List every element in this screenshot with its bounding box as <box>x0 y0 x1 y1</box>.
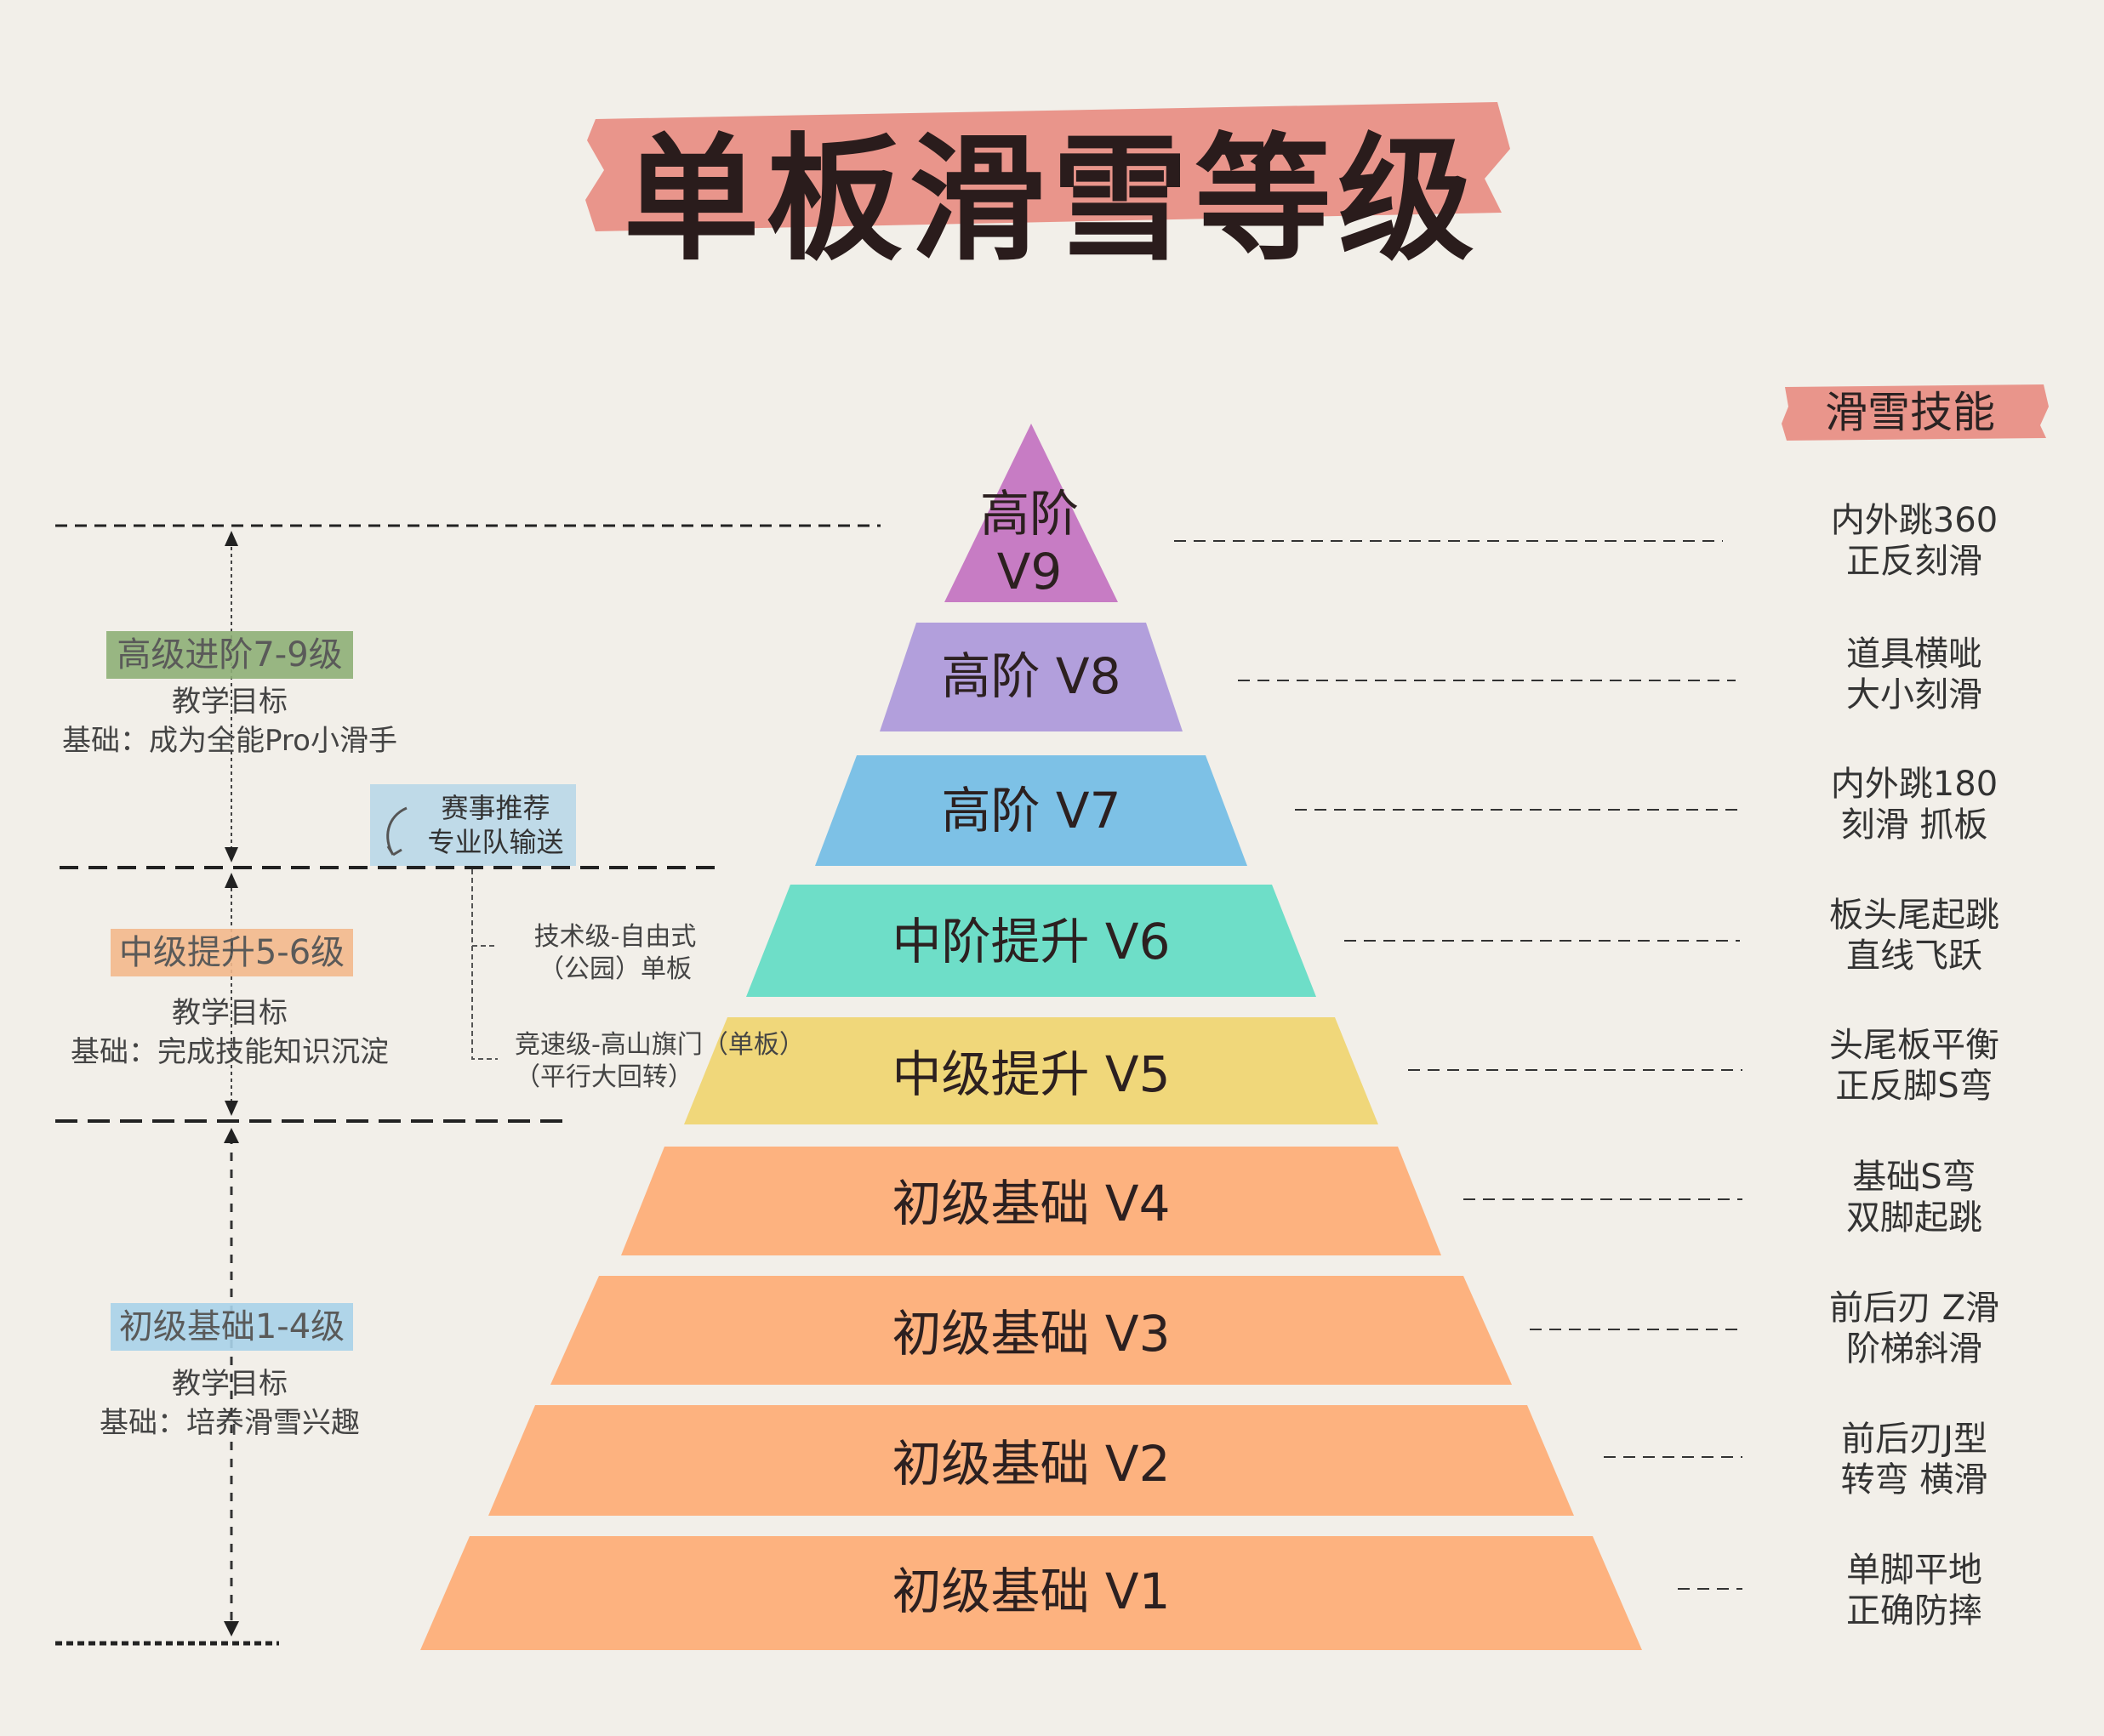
branch-racing-note: 竞速级-高山旗门（单板） （平行大回转） <box>515 1029 805 1094</box>
goal-text: 基础：完成技能知识沉淀 <box>71 1035 389 1069</box>
middle-range-arrow-down <box>225 1101 238 1116</box>
goal-text: 基础：成为全能Pro小滑手 <box>62 724 397 758</box>
skill-item: 阶梯斜滑 <box>1846 1329 1982 1369</box>
advanced-range-arrow-down <box>225 847 238 862</box>
skill-item: 前后刃 Z滑 <box>1828 1289 2000 1328</box>
skills-v5: 头尾板平衡 正反脚S弯 <box>1770 1025 2059 1107</box>
pyramid-layer-v3 <box>550 1276 1512 1385</box>
branch-line2: （平行大回转） <box>515 1062 693 1092</box>
goal-title: 教学目标 <box>172 1367 288 1401</box>
skill-item: 单脚平地 <box>1846 1551 1982 1590</box>
tier-basic-label: 初级基础1-4级 <box>111 1303 353 1351</box>
branch-bracket <box>471 869 498 1060</box>
pyramid-layer-v9 <box>944 424 1118 602</box>
tier-advanced-goal: 教学目标 基础：成为全能Pro小滑手 <box>34 682 425 760</box>
level-v2-label: 初级基础 V2 <box>892 1435 1171 1493</box>
level-v5-label: 中级提升 V5 <box>892 1045 1171 1103</box>
advanced-range-arrow-up <box>225 531 238 546</box>
level-v4-label: 初级基础 V4 <box>892 1175 1171 1232</box>
skill-item: 道具横呲 <box>1846 635 1982 674</box>
skill-item: 刻滑 抓板 <box>1840 805 1988 845</box>
skill-item: 内外跳180 <box>1830 765 1999 804</box>
page-title: 单板滑雪等级 <box>623 120 1481 279</box>
level-v6-label: 中阶提升 V6 <box>892 913 1171 970</box>
tier-middle-goal: 教学目标 基础：完成技能知识沉淀 <box>34 993 425 1072</box>
level-v1-label: 初级基础 V1 <box>892 1562 1171 1620</box>
skill-item: 正确防摔 <box>1846 1591 1982 1631</box>
skill-item: 内外跳360 <box>1830 501 1999 540</box>
skill-item: 大小刻滑 <box>1846 675 1982 714</box>
skill-item: 转弯 横滑 <box>1840 1460 1988 1500</box>
skill-item: 前后刃J型 <box>1841 1420 1987 1459</box>
skills-header-brush <box>1782 384 2049 441</box>
tier-basic-goal: 教学目标 基础：培养滑雪兴趣 <box>34 1364 425 1443</box>
branch-freestyle-note: 技术级-自由式 （公园）单板 <box>509 921 721 986</box>
level-v9-label: 高阶 V9 <box>906 485 1153 600</box>
title-brush-stroke <box>585 102 1510 231</box>
skills-v2: 前后刃J型 转弯 横滑 <box>1770 1419 2059 1500</box>
tier-basic-text: 初级基础1-4级 <box>118 1307 345 1346</box>
goal-title: 教学目标 <box>172 996 288 1030</box>
level-v9-line2: V9 <box>996 543 1063 600</box>
skill-item: 正反脚S弯 <box>1835 1067 1993 1106</box>
skills-v6: 板头尾起跳 直线飞跃 <box>1770 895 2059 976</box>
tier-advanced-label: 高级进阶7-9级 <box>106 631 353 679</box>
skills-v7: 内外跳180 刻滑 抓板 <box>1770 764 2059 845</box>
skill-item: 双脚起跳 <box>1846 1198 1982 1238</box>
goal-text: 基础：培养滑雪兴趣 <box>100 1406 360 1440</box>
skills-header: 滑雪技能 <box>1825 388 1995 437</box>
tier-advanced-text: 高级进阶7-9级 <box>117 635 343 674</box>
tier-middle-text: 中级提升5-6级 <box>118 933 345 972</box>
event-box-bg <box>370 784 576 866</box>
event-swirl-icon <box>386 806 408 857</box>
level-v9-line1: 高阶 <box>979 485 1079 543</box>
skills-v8: 道具横呲 大小刻滑 <box>1770 634 2059 715</box>
branch-line2: （公园）单板 <box>539 954 692 984</box>
level-v7-label: 高阶 V7 <box>941 782 1121 840</box>
tier-middle-label: 中级提升5-6级 <box>111 929 353 976</box>
branch-line1: 技术级-自由式 <box>533 922 697 952</box>
event-box: 赛事推荐 专业队输送 <box>408 791 583 859</box>
pyramid-layer-v1 <box>420 1536 1642 1650</box>
level-v3-label: 初级基础 V3 <box>892 1305 1171 1363</box>
skills-v9: 内外跳360 正反刻滑 <box>1770 500 2059 582</box>
level-v8-label: 高阶 V8 <box>941 647 1121 705</box>
pyramid-layer-v7 <box>815 755 1247 866</box>
pyramid-layer-v6 <box>746 885 1316 997</box>
skill-item: 直线飞跃 <box>1846 936 1982 976</box>
skills-v3: 前后刃 Z滑 阶梯斜滑 <box>1770 1288 2059 1369</box>
skill-item: 正反刻滑 <box>1846 542 1982 581</box>
skill-item: 板头尾起跳 <box>1829 896 1999 935</box>
basic-range-arrow-down <box>224 1621 239 1636</box>
skill-item: 基础S弯 <box>1852 1158 1976 1197</box>
pyramid-layer-v4 <box>621 1147 1441 1255</box>
basic-range-arrow-up <box>224 1128 239 1143</box>
pyramid-layer-v2 <box>488 1405 1574 1516</box>
middle-range-arrow-up <box>225 873 238 888</box>
pyramid-layer-v8 <box>880 623 1183 731</box>
pyramid-layer-v5 <box>684 1017 1378 1124</box>
skill-item: 头尾板平衡 <box>1829 1026 1999 1065</box>
goal-title: 教学目标 <box>172 685 288 719</box>
skills-v1: 单脚平地 正确防摔 <box>1770 1550 2059 1631</box>
event-line1: 赛事推荐 <box>441 792 550 824</box>
branch-line1: 竞速级-高山旗门（单板） <box>515 1030 805 1060</box>
event-line2: 专业队输送 <box>427 826 564 858</box>
skills-v4: 基础S弯 双脚起跳 <box>1770 1157 2059 1238</box>
